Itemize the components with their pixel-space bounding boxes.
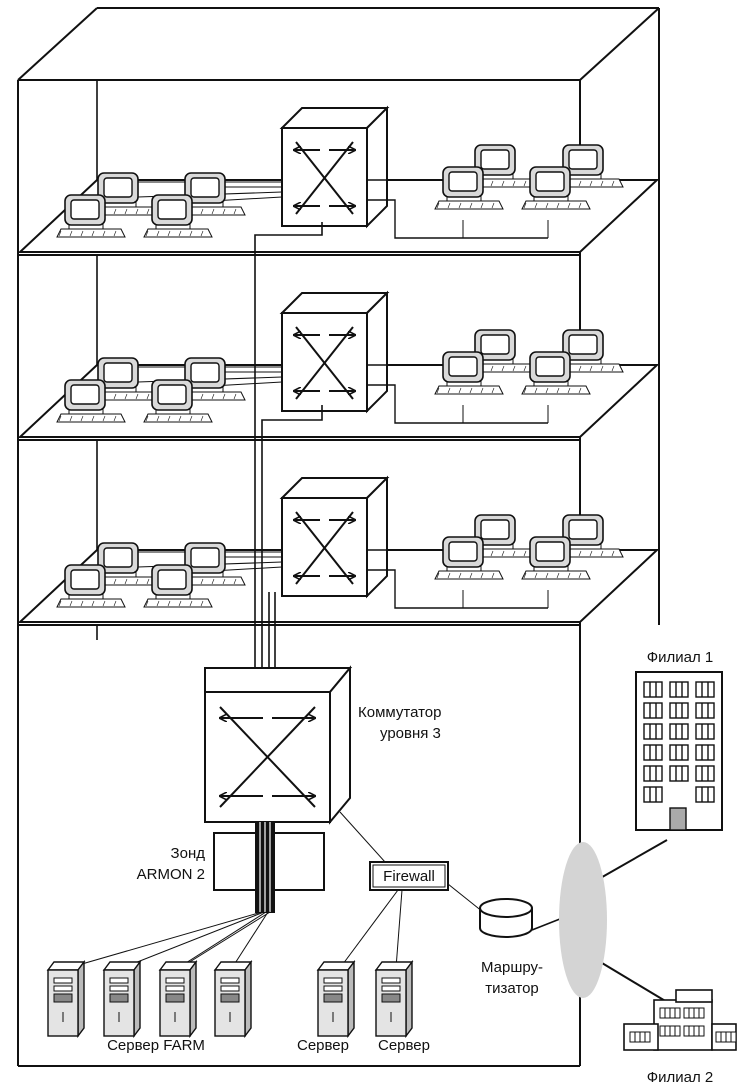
branch1-building [635, 671, 723, 831]
floor-2-pc-2 [176, 357, 246, 401]
floor-3-pc-6 [554, 144, 624, 188]
firewall-label: Firewall [383, 868, 435, 885]
floor-2-switch [279, 290, 390, 414]
branch2-building [623, 989, 737, 1051]
core-switch-label-line2: уровня 3 [380, 725, 441, 742]
router-label-line2: тизатор [485, 980, 539, 997]
branch2-label: Филиал 2 [647, 1069, 714, 1086]
floor-3 [17, 105, 660, 256]
floor-3-switch [279, 105, 390, 229]
server-farm-2 [102, 959, 142, 1039]
server-a [316, 959, 356, 1039]
servers [46, 959, 414, 1039]
floor-1-pc-6 [554, 514, 624, 558]
server-links [67, 811, 668, 1003]
floors [17, 105, 660, 626]
floor-2-pc-4 [143, 379, 213, 423]
floor-1-pc-3 [56, 564, 126, 608]
server-farm-1 [46, 959, 86, 1039]
floor-3-pc-4 [143, 194, 213, 238]
core-switch-label-line1: Коммутатор [358, 704, 441, 721]
floor-2-pc-3 [56, 379, 126, 423]
server-b [374, 959, 414, 1039]
floor-1-pc-4 [143, 564, 213, 608]
floor-1-pc-7 [434, 536, 504, 580]
floor-3-pc-3 [56, 194, 126, 238]
floor-2-pc-8 [521, 351, 591, 395]
labels: Коммутатор уровня 3 Зонд ARMON 2 Firewal… [107, 649, 713, 1086]
backbone-links [254, 222, 323, 668]
floor-2 [17, 290, 660, 441]
server-a-label: Сервер [297, 1037, 349, 1054]
server-b-label: Сервер [378, 1037, 430, 1054]
floor-1-switch [279, 475, 390, 599]
armon-probe [213, 821, 325, 913]
firewall [369, 861, 449, 891]
floor-2-pc-1 [89, 357, 159, 401]
floor-2-pc-7 [434, 351, 504, 395]
floor-3-right-cables [367, 179, 549, 239]
probe-label-line2: ARMON 2 [137, 866, 205, 883]
floor-1-pc-2 [176, 542, 246, 586]
wan-cloud [559, 842, 607, 998]
branch1-label: Филиал 1 [647, 649, 714, 666]
router-icon [479, 898, 533, 938]
floor-3-pc-8 [521, 166, 591, 210]
floor-1 [17, 475, 660, 626]
router-label-line1: Маршру- [481, 959, 543, 976]
server-farm-3 [158, 959, 198, 1039]
floor-2-right-cables [367, 364, 549, 424]
floor-3-pc-5 [466, 144, 536, 188]
floor-3-pc-7 [434, 166, 504, 210]
floor-2-pc-6 [554, 329, 624, 373]
floor-1-pc-8 [521, 536, 591, 580]
server-farm-4 [213, 959, 253, 1039]
floor-1-right-cables [367, 549, 549, 609]
floor-3-pc-2 [176, 172, 246, 216]
core-switch [204, 665, 353, 825]
probe-label-line1: Зонд [171, 845, 206, 862]
server-farm-label: Сервер FARM [107, 1037, 205, 1054]
